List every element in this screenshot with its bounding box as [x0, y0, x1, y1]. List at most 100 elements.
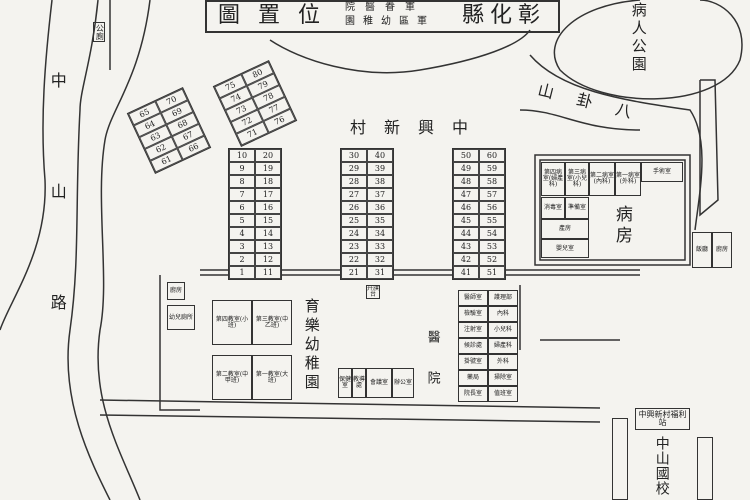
- house-number: 19: [255, 162, 281, 175]
- ward-room: 廚房: [712, 232, 732, 268]
- house-number: 56: [479, 201, 505, 214]
- house-number: 10: [229, 149, 255, 162]
- clinic-room: 掛號室: [458, 354, 488, 370]
- house-number: 5: [229, 214, 255, 227]
- house-number: 47: [453, 188, 479, 201]
- kindergarten-name: 育樂幼稚園: [302, 298, 321, 393]
- clinic-room: 值班室: [488, 386, 518, 402]
- clinic-room: 注射室: [458, 322, 488, 338]
- park-label: 病人公園: [629, 2, 648, 74]
- house-number: 36: [367, 201, 393, 214]
- clinic-room: 候診處: [458, 338, 488, 354]
- house-number: 51: [479, 266, 505, 279]
- ward-room: 嬰兒室: [541, 239, 589, 258]
- house-number: 2: [229, 253, 255, 266]
- kindergarten-room: 第二教室(中甲班): [212, 355, 252, 400]
- kindergarten-room: 辦公室: [392, 368, 414, 398]
- ward-room: 產房: [541, 219, 589, 239]
- kindergarten-room: 升旗台: [366, 285, 380, 299]
- house-number: 3: [229, 240, 255, 253]
- ward-room: 準備室: [565, 197, 589, 219]
- ward-room: 第三病室(小兒科): [565, 162, 589, 196]
- ward-room: 消毒室: [541, 197, 565, 219]
- title-county: 彰化縣: [462, 3, 547, 28]
- house-number: 33: [367, 240, 393, 253]
- house-number: 27: [341, 188, 367, 201]
- house-number: 18: [255, 175, 281, 188]
- ward-room: 第一病室(外科): [615, 162, 641, 196]
- ward-room: 飯廳: [692, 232, 712, 268]
- house-number: 48: [453, 175, 479, 188]
- house-number: 41: [453, 266, 479, 279]
- title-box: [205, 0, 560, 33]
- house-number: 43: [453, 240, 479, 253]
- road-label: 中山路: [47, 72, 67, 405]
- house-number: 34: [367, 227, 393, 240]
- house-number: 50: [453, 149, 479, 162]
- ward-name: 病房: [611, 205, 632, 247]
- house-number: 25: [341, 214, 367, 227]
- house-number: 24: [341, 227, 367, 240]
- house-number: 42: [453, 253, 479, 266]
- house-number: 7: [229, 188, 255, 201]
- house-number: 31: [367, 266, 393, 279]
- house-number: 57: [479, 188, 505, 201]
- house-number: 40: [367, 149, 393, 162]
- title-suffix: 位置圖: [218, 3, 339, 28]
- clinic-room: 小兒科: [488, 322, 518, 338]
- clinic-room: 醫師室: [458, 290, 488, 306]
- clinic-room: 內科: [488, 306, 518, 322]
- school-building-right: [697, 437, 713, 500]
- shop: 中興新村福利站: [635, 408, 690, 430]
- house-number: 44: [453, 227, 479, 240]
- house-number: 58: [479, 175, 505, 188]
- kindergarten-room: 第四教室(小班): [212, 300, 252, 345]
- ward-room: 第二病室(內科): [589, 162, 615, 196]
- kindergarten-room: 廚房: [167, 282, 185, 300]
- house-number: 45: [453, 214, 479, 227]
- house-number: 32: [367, 253, 393, 266]
- house-number: 6: [229, 201, 255, 214]
- school-name: 中山國校: [653, 436, 670, 496]
- house-number: 15: [255, 214, 281, 227]
- school-building-left: [612, 418, 628, 500]
- house-number: 13: [255, 240, 281, 253]
- house-number: 39: [367, 162, 393, 175]
- house-number: 11: [255, 266, 281, 279]
- village-name: 中興新村: [350, 118, 487, 137]
- house-number: 26: [341, 201, 367, 214]
- title-hospital: 軍眷醫院: [345, 2, 425, 13]
- house-number: 35: [367, 214, 393, 227]
- house-number: 16: [255, 201, 281, 214]
- house-number: 20: [255, 149, 281, 162]
- house-number: 30: [341, 149, 367, 162]
- clinic-room: 藥局: [458, 370, 488, 386]
- house-number: 53: [479, 240, 505, 253]
- house-number: 55: [479, 214, 505, 227]
- title-kindergarten: 軍區幼稚園: [345, 16, 435, 27]
- house-number: 8: [229, 175, 255, 188]
- house-number: 14: [255, 227, 281, 240]
- house-number: 38: [367, 175, 393, 188]
- kindergarten-room: 第一教室(大班): [252, 355, 292, 400]
- kindergarten-room: 教導處: [352, 368, 366, 398]
- kindergarten-room: 保健室: [338, 368, 352, 398]
- clinic-room: 外科: [488, 354, 518, 370]
- house-number: 12: [255, 253, 281, 266]
- house-number: 59: [479, 162, 505, 175]
- house-number: 9: [229, 162, 255, 175]
- clinic-room: 檢驗室: [458, 306, 488, 322]
- clinic-room: 護理部: [488, 290, 518, 306]
- ward-room: 手術室: [641, 162, 683, 182]
- clinic-room: 婦產科: [488, 338, 518, 354]
- house-number: 23: [341, 240, 367, 253]
- house-number: 17: [255, 188, 281, 201]
- house-number: 28: [341, 175, 367, 188]
- house-number: 49: [453, 162, 479, 175]
- kindergarten-room: 幼兒廁所: [167, 305, 195, 330]
- clinic-name: 醫院: [424, 330, 440, 412]
- clinic-room: 掃除室: [488, 370, 518, 386]
- house-number: 37: [367, 188, 393, 201]
